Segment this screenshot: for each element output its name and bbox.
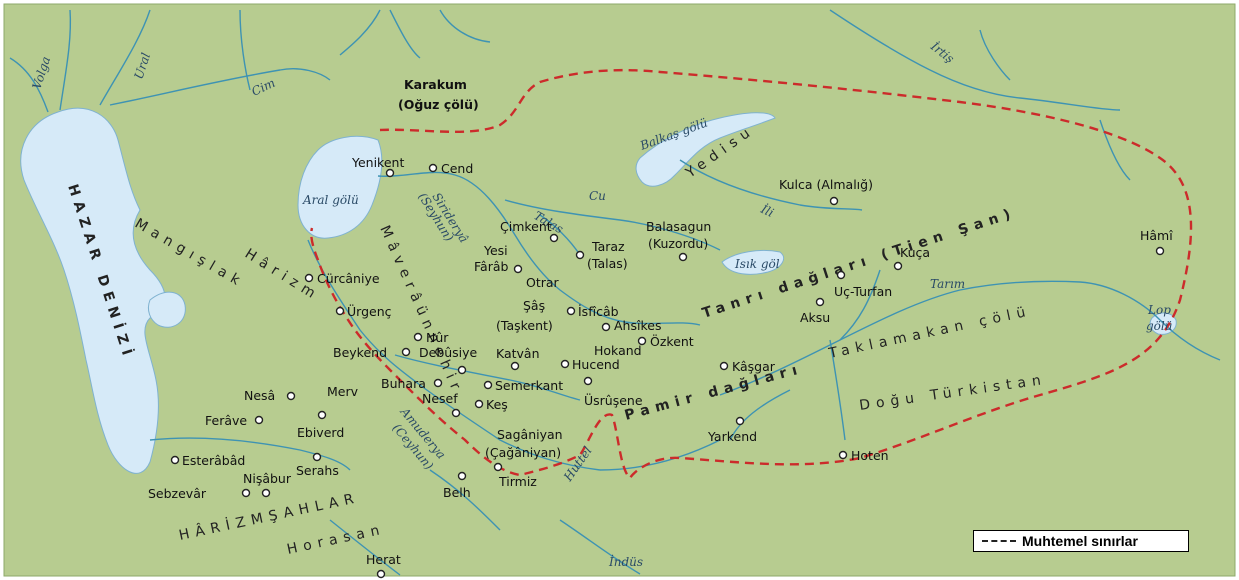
indus-label: İndüs	[608, 554, 643, 569]
issik-lake	[721, 249, 784, 275]
city-yenikent: Yenikent	[351, 155, 404, 170]
city-ucturfan: Uç-Turfan	[834, 284, 892, 299]
legend-dashed-swatch	[982, 540, 1016, 542]
legend-label: Muhtemel sınırlar	[1022, 533, 1138, 549]
city-curcaniye: Cürcâniye	[317, 271, 380, 286]
city-taraz: Taraz	[591, 239, 625, 254]
city-isficab: İsfîcâb	[578, 304, 619, 319]
city-debusiye: Debûsiye	[419, 345, 478, 360]
caspian-sea	[20, 107, 166, 474]
city-balasagun: Balasagun	[646, 219, 711, 234]
karakum-label-1: Karakum	[404, 77, 467, 92]
city-sas: Şâş	[523, 298, 545, 313]
city-merv: Merv	[327, 384, 359, 399]
city-nur: Nûr	[426, 330, 449, 345]
city-saganiyan: Sagâniyan	[497, 427, 563, 442]
tarim-label: Tarım	[930, 277, 965, 291]
city-esterabad: Esterâbâd	[182, 453, 245, 468]
border-line	[310, 68, 1193, 480]
city-yesi: Yesi	[483, 243, 508, 258]
lop-label-2: gölü	[1146, 319, 1172, 333]
ili-label: İli	[758, 201, 777, 220]
city-serahs: Serahs	[296, 463, 339, 478]
city-nesef: Nesef	[422, 391, 458, 406]
city-urgenc: Ürgenç	[347, 303, 392, 319]
city-kasgar: Kâşgar	[732, 359, 776, 374]
city-buhara: Buhara	[381, 376, 426, 391]
city-cimkent: Çimkent	[500, 219, 552, 234]
aral-lake	[297, 135, 383, 239]
city-hokand: Hokand	[594, 343, 642, 358]
city-nisabur: Nişâbur	[243, 471, 292, 486]
aral-label: Aral gölü	[302, 193, 359, 207]
kara-bogaz-bay	[147, 291, 186, 328]
city-katvan: Katvân	[496, 346, 540, 361]
city-kuzordu: (Kuzordu)	[648, 236, 708, 251]
city-yarkend: Yarkend	[707, 429, 757, 444]
city-cend: Cend	[441, 161, 473, 176]
issik-label: Isık göl	[734, 257, 780, 271]
city-otrar: Otrar	[526, 275, 560, 290]
city-usrusene: Üsrûşene	[584, 392, 643, 408]
legend-box: Muhtemel sınırlar	[973, 530, 1189, 552]
city-aksu: Aksu	[800, 310, 830, 325]
city-ebiverd: Ebiverd	[297, 425, 344, 440]
karakum-label-2: (Oğuz çölü)	[398, 97, 479, 112]
city-kulca: Kulca (Almalığ)	[779, 177, 873, 192]
city-nesa: Nesâ	[244, 388, 275, 403]
lop-label-1: Lop	[1147, 303, 1171, 317]
city-semerkant: Semerkant	[495, 378, 563, 393]
city-markers	[170, 163, 1165, 579]
city-herat: Herat	[366, 552, 401, 567]
balkas-lake	[635, 112, 776, 187]
cu-label: Cu	[589, 189, 606, 203]
city-kes: Keş	[486, 397, 508, 412]
city-kuca: Kuça	[900, 245, 930, 260]
city-sebzevar: Sebzevâr	[148, 486, 207, 501]
city-hoten: Hoten	[851, 448, 889, 463]
city-caganiyan: (Çağâniyan)	[485, 445, 561, 460]
city-tirmiz: Tirmiz	[498, 474, 537, 489]
city-talas: (Talas)	[587, 256, 628, 271]
city-beykend: Beykend	[333, 345, 387, 360]
city-farab: Fârâb	[474, 259, 509, 274]
city-hucend: Hucend	[572, 357, 620, 372]
city-hami: Hâmî	[1140, 228, 1173, 243]
city-ferave: Ferâve	[205, 413, 247, 428]
city-ozkent: Özkent	[650, 333, 694, 349]
city-ahsikes: Ahsîkes	[614, 318, 661, 333]
city-taskent: (Taşkent)	[496, 318, 553, 333]
city-belh: Belh	[443, 485, 471, 500]
rivers	[9, 9, 1221, 576]
